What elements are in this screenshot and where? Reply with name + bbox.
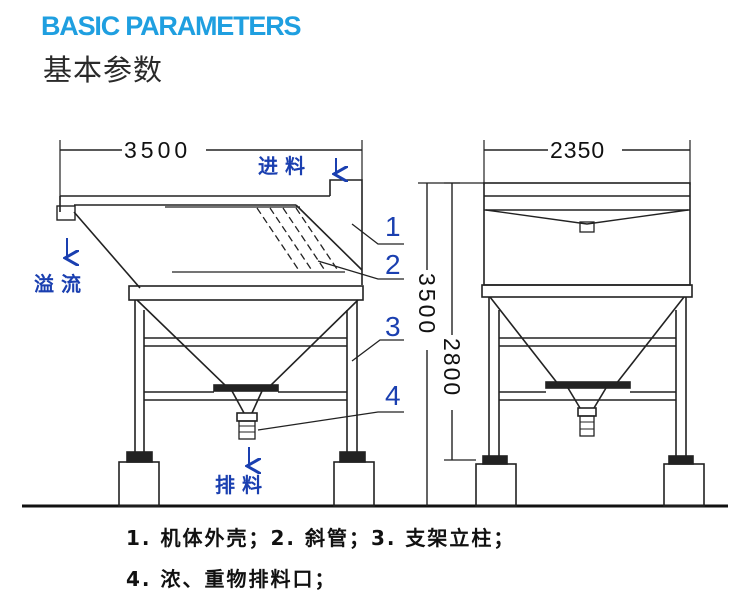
dimension-height-total: 3500 bbox=[414, 273, 440, 336]
dimension-height-inner: 2800 bbox=[439, 338, 465, 397]
outlet-label: 排 料 bbox=[215, 473, 262, 497]
header-title-en: BASIC PARAMETERS bbox=[41, 11, 302, 41]
callout-3: 3 bbox=[385, 311, 401, 342]
header-title-zh: 基本参数 bbox=[43, 53, 164, 87]
legend-line-1: 1. 机体外壳；2. 斜管；3. 支架立柱； bbox=[126, 526, 516, 550]
dimension-width-right: 2350 bbox=[550, 137, 605, 163]
inlet-label: 进 料 bbox=[258, 154, 305, 178]
callout-4: 4 bbox=[385, 380, 401, 411]
dimension-width-left: 3500 bbox=[124, 137, 191, 163]
side-view bbox=[56, 140, 404, 507]
overflow-label: 溢 流 bbox=[34, 272, 81, 296]
callout-1: 1 bbox=[385, 211, 401, 242]
legend-line-2: 4. 浓、重物排料口； bbox=[126, 567, 337, 591]
callout-2: 2 bbox=[385, 249, 401, 280]
front-view bbox=[418, 140, 705, 507]
